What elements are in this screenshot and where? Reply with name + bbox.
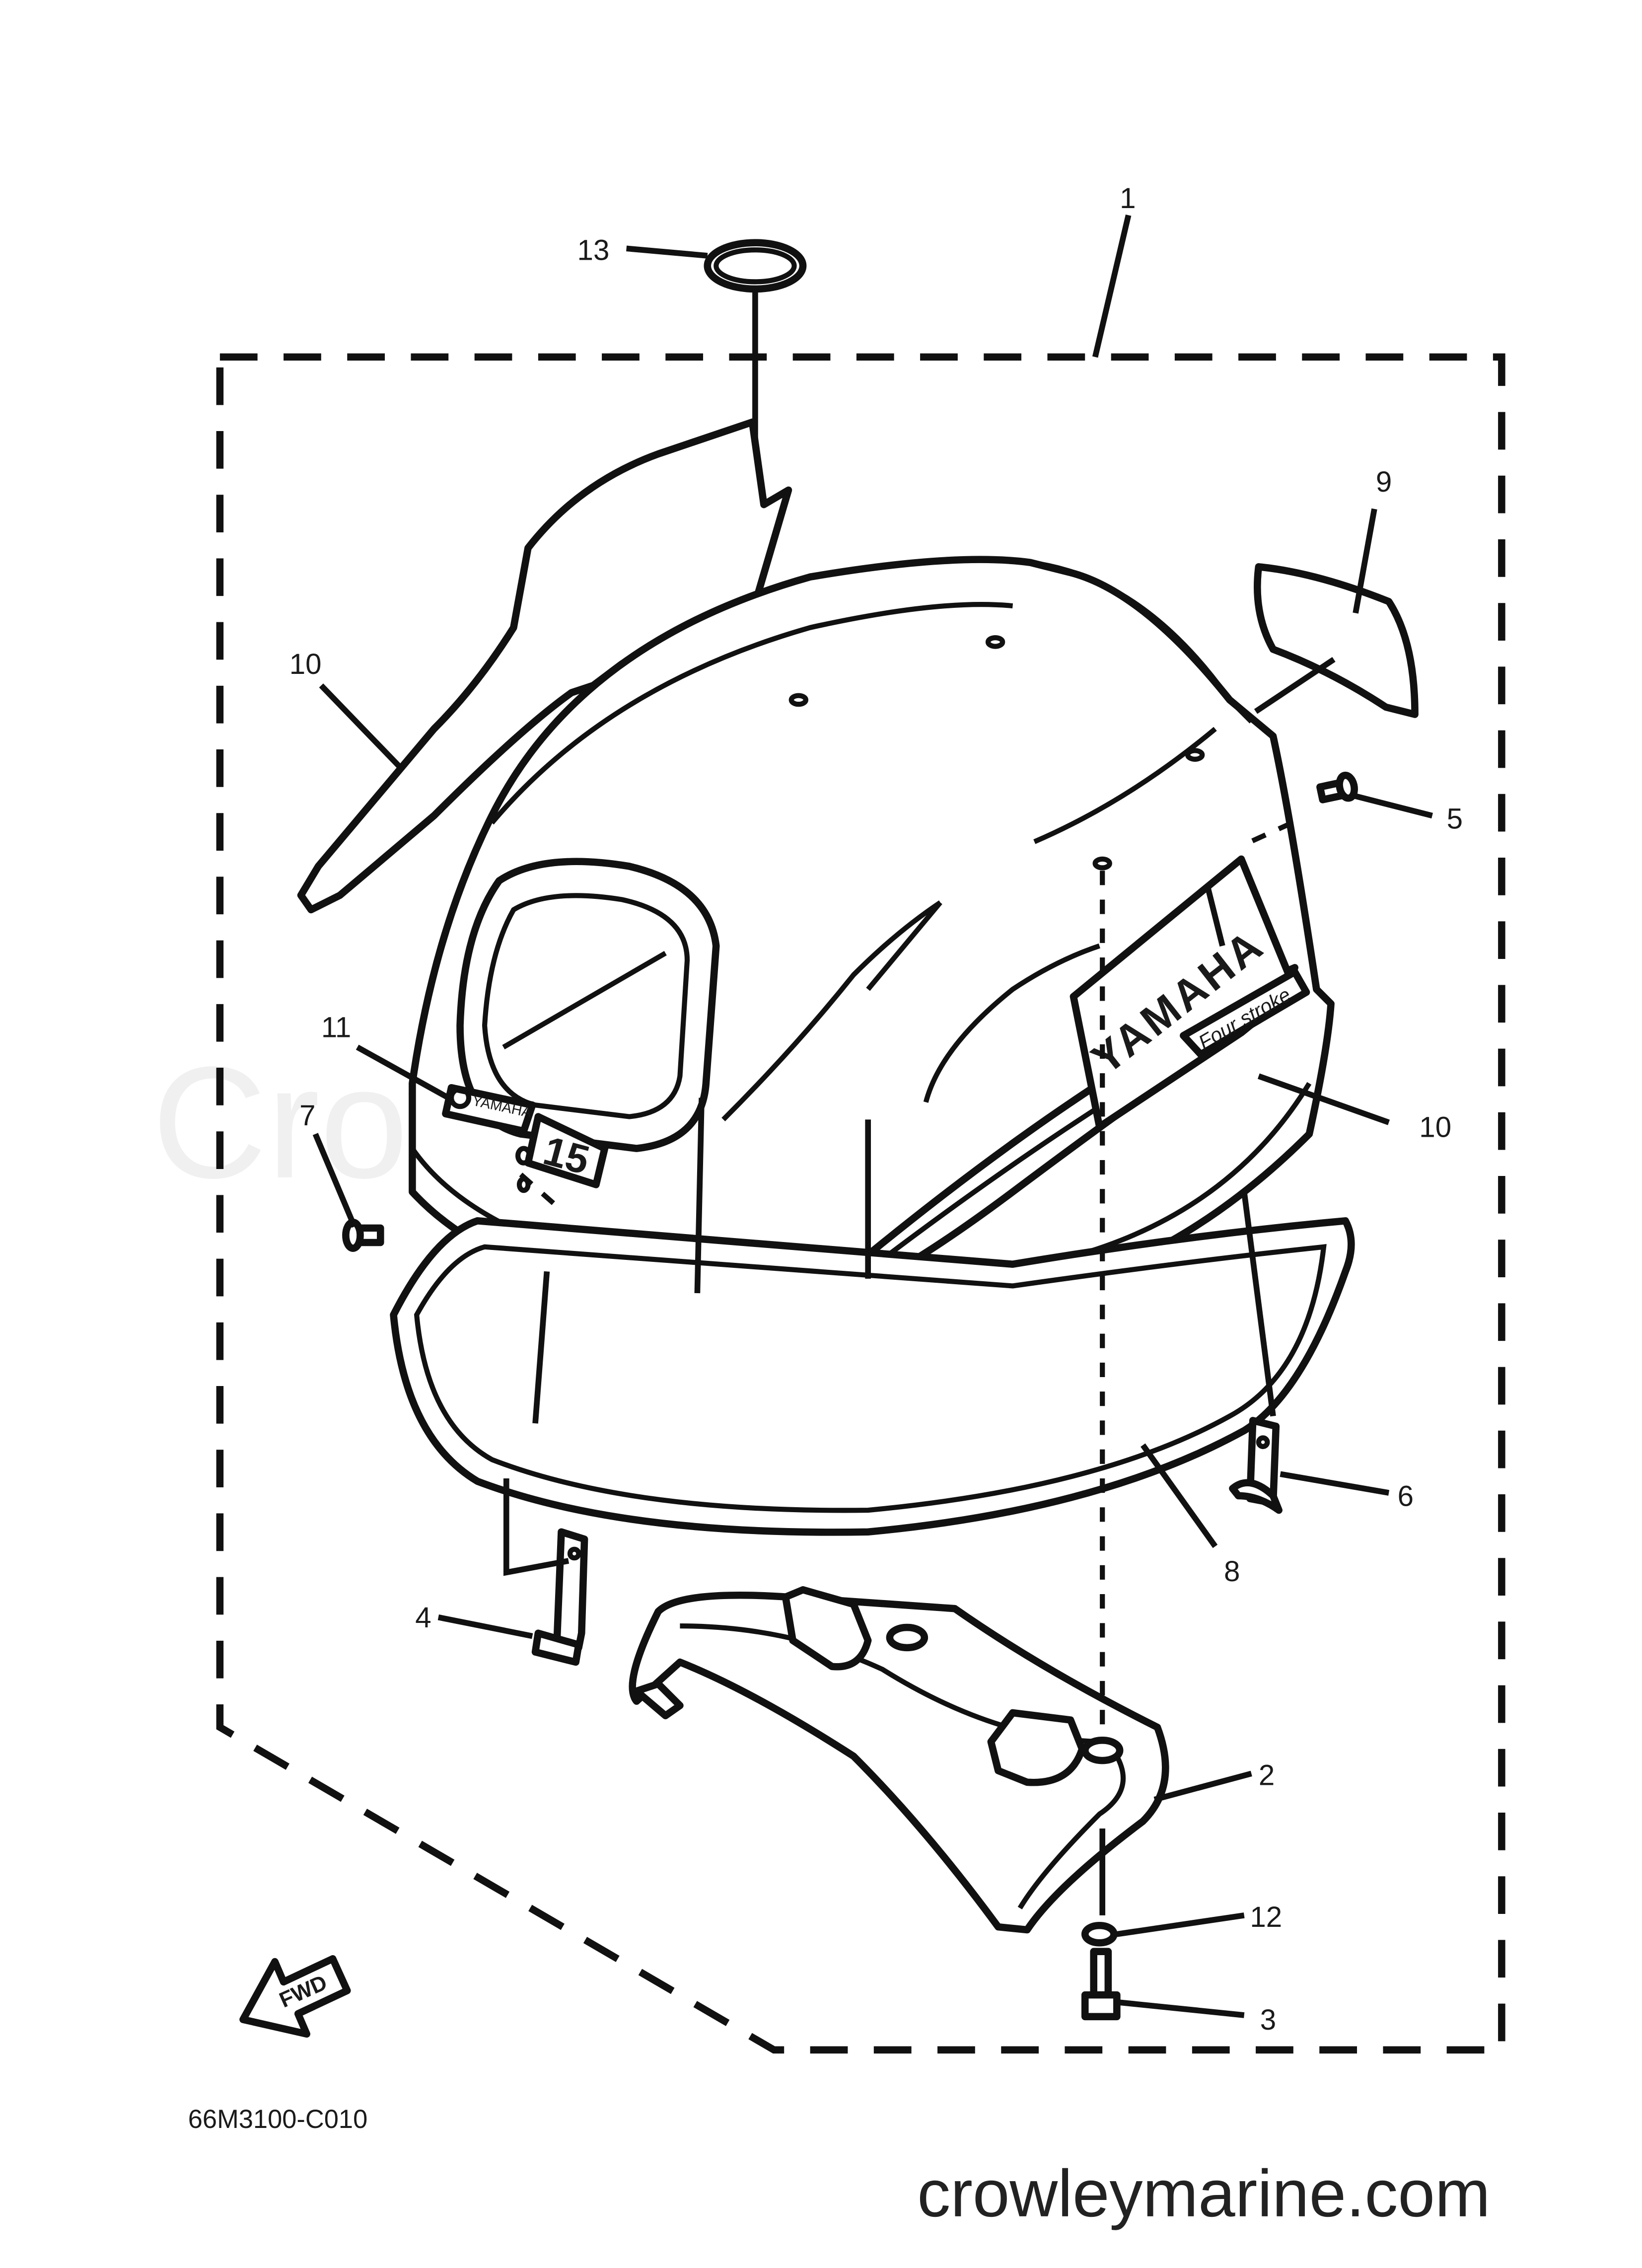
site-url: crowleymarine.com: [917, 2157, 1490, 2231]
callout-10-left: 10: [289, 648, 322, 680]
callout-10-right: 10: [1419, 1111, 1451, 1143]
callout-9: 9: [1376, 466, 1392, 498]
callout-1: 1: [1120, 182, 1136, 215]
callout-5: 5: [1447, 803, 1463, 835]
grille-plate-part[interactable]: [1254, 563, 1419, 718]
emblem-part[interactable]: YAMAHA 15: [442, 1084, 609, 1193]
washer-part[interactable]: [1081, 1921, 1118, 1947]
callout-7: 7: [299, 1099, 315, 1132]
assembly-boundary: [216, 353, 1505, 2054]
bracket-right-part[interactable]: [1229, 1417, 1283, 1514]
callout-13: 13: [577, 234, 610, 267]
bolt-part[interactable]: [1081, 1948, 1121, 2021]
callout-12: 12: [1250, 1901, 1282, 1933]
lower-frame-part[interactable]: [629, 1586, 1169, 1934]
decal-model-text: 15: [539, 1128, 594, 1183]
diagram-code: 66M3100-C010: [188, 2105, 367, 2134]
grommet-part[interactable]: [704, 239, 807, 293]
callout-3: 3: [1260, 2004, 1276, 2036]
fwd-arrow-icon: FWD: [239, 1955, 351, 2038]
callout-11: 11: [321, 1011, 352, 1043]
callout-6: 6: [1398, 1480, 1414, 1512]
bracket-left-part[interactable]: [531, 1528, 588, 1666]
callout-8: 8: [1224, 1555, 1240, 1588]
callout-4: 4: [415, 1602, 431, 1634]
pin-right-part[interactable]: [1316, 771, 1358, 804]
side-decal-right[interactable]: YAMAHA Four stroke: [1070, 855, 1310, 1131]
pin-left-part[interactable]: [342, 1218, 384, 1252]
callout-2: 2: [1259, 1759, 1275, 1792]
side-graphic-left[interactable]: [297, 418, 792, 914]
